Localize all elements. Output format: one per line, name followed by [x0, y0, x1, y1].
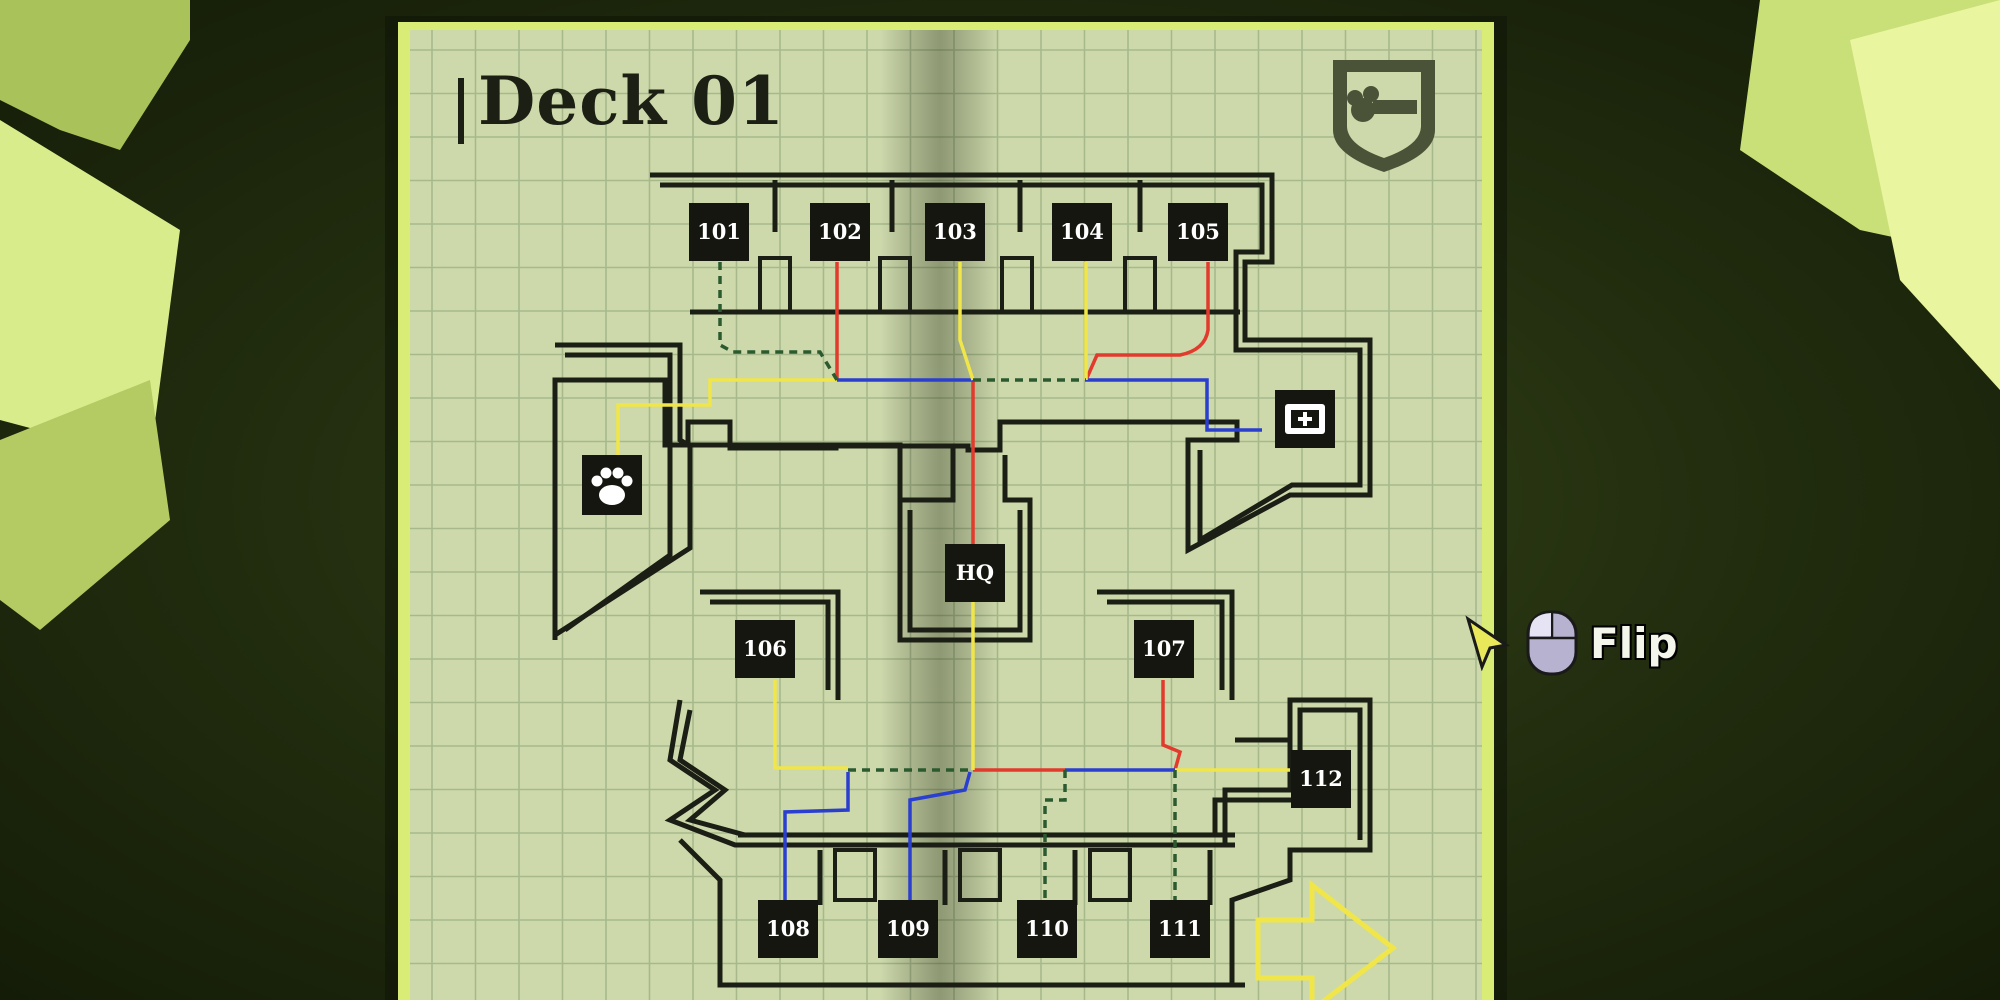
- room-103[interactable]: 103: [925, 203, 985, 261]
- glow-block-left-lower: [0, 380, 170, 630]
- room-label: 101: [697, 219, 741, 244]
- room-106[interactable]: 106: [735, 620, 795, 678]
- room-label: 111: [1158, 916, 1202, 941]
- glow-block-left: [0, 120, 180, 460]
- room-102[interactable]: 102: [810, 203, 870, 261]
- room-108[interactable]: 108: [758, 900, 818, 958]
- room-112[interactable]: 112: [1291, 750, 1351, 808]
- room-marker-box: [810, 203, 870, 261]
- room-109[interactable]: 109: [878, 900, 938, 958]
- room-marker-box: [1017, 900, 1077, 958]
- room-marker-box: [878, 900, 938, 958]
- room-marker-box: [735, 620, 795, 678]
- medkit-icon[interactable]: [1275, 390, 1335, 448]
- title-bar: [458, 78, 464, 144]
- room-marker-box: [1134, 620, 1194, 678]
- flip-hint[interactable]: Flip: [1462, 608, 1678, 678]
- room-marker-box: [758, 900, 818, 958]
- flip-label: Flip: [1590, 618, 1678, 668]
- power-lines: [616, 262, 1290, 925]
- room-label: 110: [1025, 916, 1069, 941]
- room-101[interactable]: 101: [689, 203, 749, 261]
- room-label: 104: [1060, 219, 1104, 244]
- room-104[interactable]: 104: [1052, 203, 1112, 261]
- room-label: HQ: [956, 560, 994, 585]
- room-label: 106: [743, 636, 787, 661]
- glow-block-top-left: [0, 0, 190, 150]
- room-110[interactable]: 110: [1017, 900, 1077, 958]
- page-title: Deck 01: [478, 62, 785, 140]
- room-label: 109: [886, 916, 930, 941]
- room-111[interactable]: 111: [1150, 900, 1210, 958]
- room-marker-box: [1150, 900, 1210, 958]
- room-marker-box: [945, 544, 1005, 602]
- room-label: 103: [933, 219, 977, 244]
- room-label: 107: [1142, 636, 1186, 661]
- room-label: 105: [1176, 219, 1220, 244]
- room-marker-box: [1052, 203, 1112, 261]
- room-105[interactable]: 105: [1168, 203, 1228, 261]
- room-hq[interactable]: HQ: [945, 544, 1005, 602]
- glow-block-right: [1850, 0, 2000, 390]
- next-page-arrow-icon[interactable]: [1255, 879, 1398, 1000]
- room-marker-box: [1168, 203, 1228, 261]
- room-label: 102: [818, 219, 862, 244]
- room-marker-box: [925, 203, 985, 261]
- room-marker-box: [689, 203, 749, 261]
- room-marker-box: [1291, 750, 1351, 808]
- cursor-arrow-icon: [1465, 615, 1510, 671]
- room-label: 112: [1299, 766, 1343, 791]
- room-label: 108: [766, 916, 810, 941]
- floor-walls: [552, 172, 1373, 988]
- room-107[interactable]: 107: [1134, 620, 1194, 678]
- shield-emblem-icon: [1333, 60, 1435, 172]
- paw-icon[interactable]: [582, 455, 642, 515]
- mouse-left-click-icon: [1526, 610, 1578, 676]
